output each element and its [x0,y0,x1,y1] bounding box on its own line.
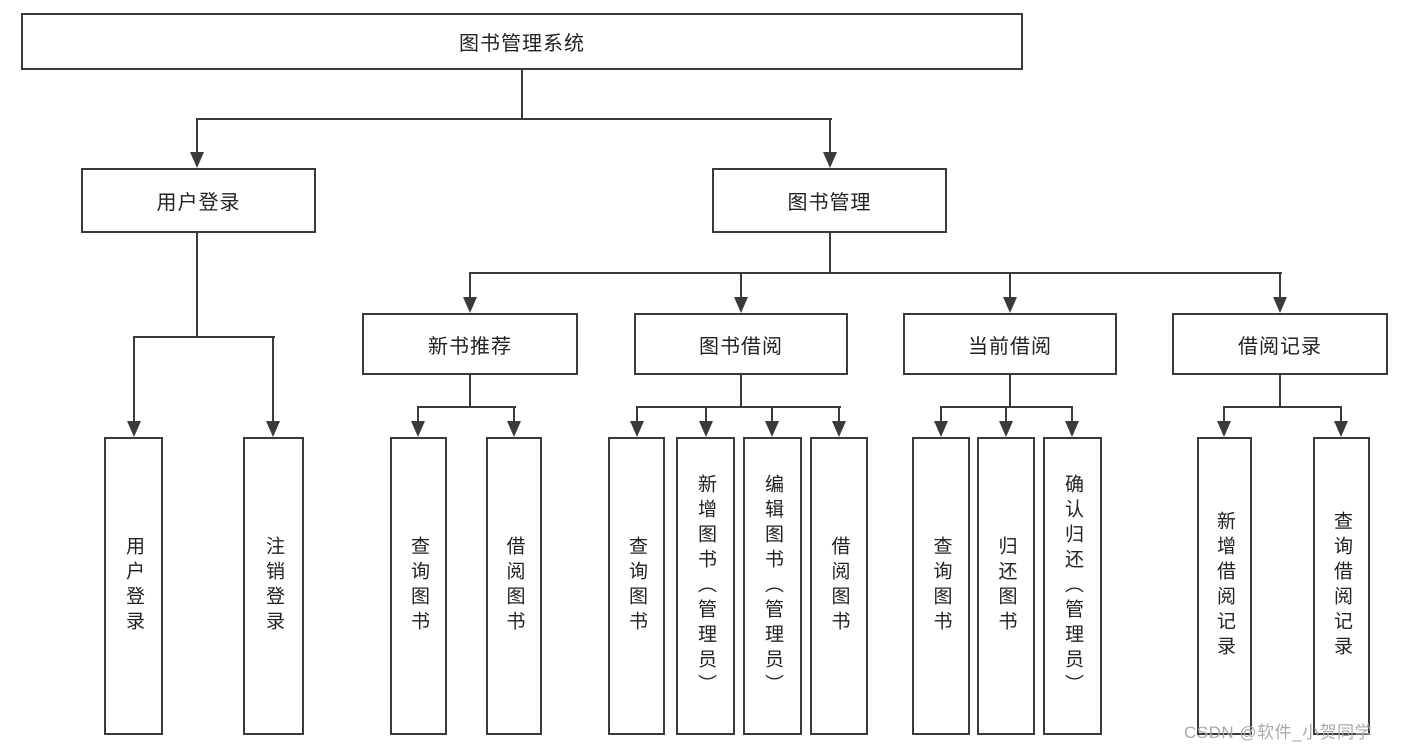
leaf-add-borrow-record-label: 新增借阅记录 [1214,511,1235,661]
arrow-down-icon [765,421,779,437]
arrow-down-icon [463,297,477,313]
node-book-management-label: 图书管理 [787,192,872,214]
csdn-watermark: CSDN @软件_小贺同学 [1184,723,1373,742]
arrow-down-icon [934,421,948,437]
arrow-down-icon [832,421,846,437]
connector [1009,375,1011,408]
connector [829,233,831,274]
leaf-confirm-return-admin: 确认归还（管理员） [1043,437,1102,735]
connector [705,406,707,426]
node-user-login: 用户登录 [81,168,316,233]
connector [1009,272,1011,302]
connector [829,118,831,158]
connector [272,336,274,426]
arrow-down-icon [1217,421,1231,437]
leaf-return-books-label: 归还图书 [995,536,1017,636]
node-borrow-records-label: 借阅记录 [1238,335,1322,358]
leaf-query-borrow-record-label: 查询借阅记录 [1331,511,1352,661]
leaf-return-books: 归还图书 [977,437,1035,735]
connector [740,375,742,408]
node-library-system: 图书管理系统 [21,13,1023,70]
connector [1279,375,1281,408]
leaf-borrow-query-books: 查询图书 [608,437,665,735]
connector [1071,406,1073,426]
arrow-down-icon [699,421,713,437]
leaf-query-borrow-record: 查询借阅记录 [1313,437,1370,735]
arrow-down-icon [1273,297,1287,313]
leaf-borrow-books-label: 借阅图书 [828,536,850,636]
arrow-down-icon [411,421,425,437]
connector [469,272,471,302]
leaf-logout: 注销登录 [243,437,304,735]
node-book-borrow-label: 图书借阅 [699,335,783,358]
connector [196,118,832,120]
arrow-down-icon [1003,297,1017,313]
connector [513,406,515,426]
arrow-down-icon [266,421,280,437]
connector [469,272,1282,274]
leaf-current-query-books: 查询图书 [912,437,970,735]
arrow-down-icon [190,152,204,168]
leaf-add-books-admin: 新增图书（管理员） [676,437,735,735]
leaf-recommend-query-books: 查询图书 [390,437,447,735]
connector [636,406,841,408]
arrow-down-icon [1065,421,1079,437]
leaf-edit-books-admin: 编辑图书（管理员） [743,437,802,735]
node-current-borrow: 当前借阅 [903,313,1117,375]
node-new-book-recommend: 新书推荐 [362,313,578,375]
connector [196,118,198,158]
leaf-add-books-admin-label: 新增图书（管理员） [695,473,716,699]
leaf-user-login: 用户登录 [104,437,163,735]
connector [417,406,419,426]
leaf-borrow-books: 借阅图书 [810,437,868,735]
connector [133,336,135,426]
leaf-user-login-label: 用户登录 [123,536,144,636]
leaf-edit-books-admin-label: 编辑图书（管理员） [762,473,783,699]
connector [1223,406,1342,408]
connector [740,272,742,302]
connector [417,406,516,408]
connector [133,336,275,338]
connector [196,233,198,338]
leaf-current-query-books-label: 查询图书 [930,536,952,636]
connector [1340,406,1342,426]
leaf-confirm-return-admin-label: 确认归还（管理员） [1062,473,1083,699]
leaf-borrow-query-books-label: 查询图书 [626,536,647,636]
arrow-down-icon [507,421,521,437]
leaf-recommend-query-books-label: 查询图书 [408,536,429,636]
node-book-management: 图书管理 [712,168,947,233]
arrow-down-icon [1334,421,1348,437]
connector [1223,406,1225,426]
node-user-login-label: 用户登录 [156,192,241,214]
leaf-recommend-borrow-books-label: 借阅图书 [503,536,525,636]
connector [521,70,523,120]
node-current-borrow-label: 当前借阅 [968,335,1052,358]
node-borrow-records: 借阅记录 [1172,313,1388,375]
leaf-logout-label: 注销登录 [263,536,284,636]
arrow-down-icon [999,421,1013,437]
arrow-down-icon [823,152,837,168]
connector [940,406,942,426]
connector [771,406,773,426]
connector [1279,272,1281,302]
leaf-recommend-borrow-books: 借阅图书 [486,437,542,735]
node-library-system-label: 图书管理系统 [459,33,585,55]
node-new-book-recommend-label: 新书推荐 [428,335,512,358]
leaf-add-borrow-record: 新增借阅记录 [1197,437,1252,735]
arrow-down-icon [630,421,644,437]
arrow-down-icon [127,421,141,437]
connector [469,375,471,408]
arrow-down-icon [734,297,748,313]
node-book-borrow: 图书借阅 [634,313,848,375]
connector [636,406,638,426]
connector [838,406,840,426]
connector [1005,406,1007,426]
